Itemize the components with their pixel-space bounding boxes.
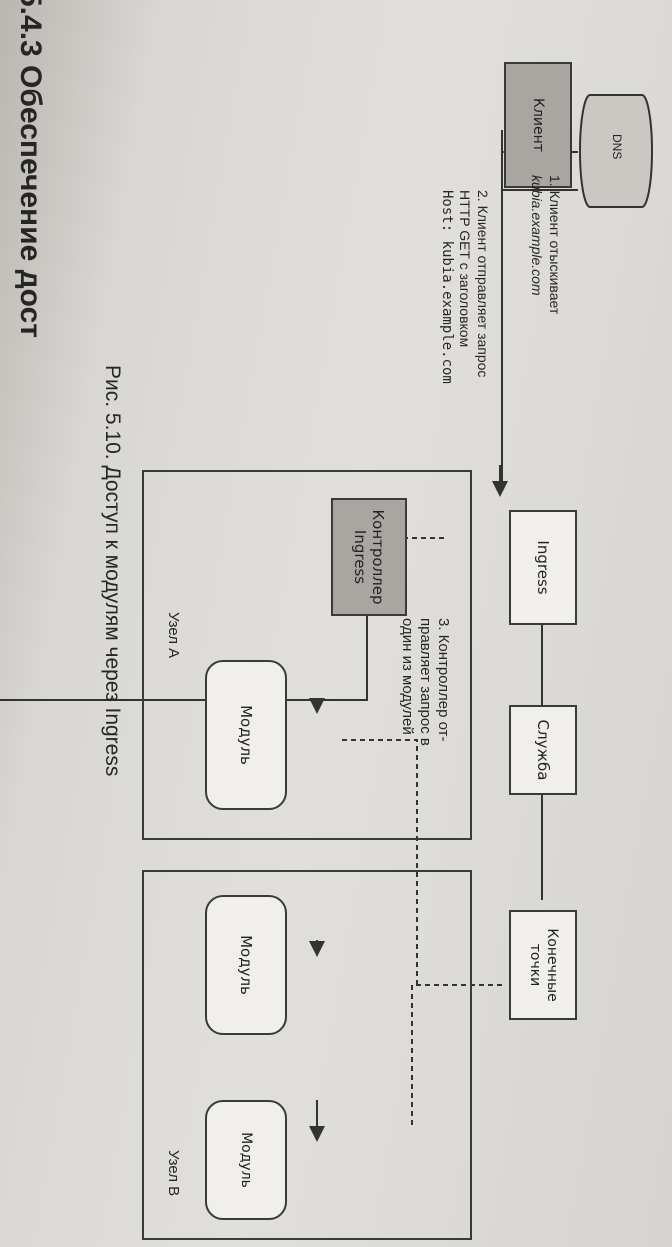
step1-line1: 1. Клиент отыскивает <box>547 175 563 315</box>
pod-b2-label: Модуль <box>238 1132 254 1188</box>
step1-line2: kubia.example.com <box>529 175 545 296</box>
endpoints-box: Конечные точки <box>509 910 577 1020</box>
endpoints-to-pod-a-line <box>342 739 418 985</box>
ingress-box: Ingress <box>509 510 577 625</box>
node-b <box>142 870 472 1240</box>
service-label: Служба <box>534 719 552 781</box>
step2-line1: 2. Клиент отправляет запрос <box>475 190 491 378</box>
step3-line1: 3. Контроллер от- <box>435 618 452 742</box>
service-box: Служба <box>509 705 577 795</box>
step3-line2: правляет запрос в <box>417 618 434 746</box>
ingress-label: Ingress <box>534 540 552 595</box>
pod-a-label: Модуль <box>237 705 255 765</box>
step1-note: 1. Клиент отыскивает kubia.example.com <box>528 175 564 314</box>
dns-label: DNS <box>610 134 624 160</box>
step3-line3: один из модулей <box>399 618 416 735</box>
controller-line1: Контроллер <box>369 509 387 605</box>
controller-line2: Ingress <box>351 529 369 585</box>
section-heading: 5.4.3 Обеспечение дост <box>14 0 47 338</box>
dns-cylinder: DNS <box>576 92 654 210</box>
figure-caption: Рис. 5.10. Доступ к модулям через Ingres… <box>101 365 124 777</box>
node-a-label: Узел A <box>165 612 182 659</box>
pod-b1-label: Модуль <box>237 935 255 995</box>
client-box: Клиент <box>504 62 572 188</box>
endpoints-watch-line <box>411 984 502 1125</box>
node-b-label: Узел B <box>165 1150 182 1197</box>
endpoints-line2: точки <box>527 943 543 987</box>
step2-line2: HTTP GET с заголовком <box>457 190 473 348</box>
pod-node-a: Модуль <box>205 660 287 810</box>
pod-node-b-2: Модуль <box>205 1100 287 1220</box>
pod-node-b-1: Модуль <box>205 895 287 1035</box>
ingress-controller-box: Контроллер Ingress <box>331 498 407 616</box>
step3-note: 3. Контроллер от- правляет запрос в один… <box>398 618 452 746</box>
controller-to-pods-line <box>0 582 368 1135</box>
step2-line3: Host: kubia.example.com <box>439 190 455 384</box>
endpoints-line1: Конечные <box>544 928 560 1002</box>
client-label: Клиент <box>530 98 546 152</box>
step2-note: 2. Клиент отправляет запрос HTTP GET с з… <box>438 190 492 384</box>
